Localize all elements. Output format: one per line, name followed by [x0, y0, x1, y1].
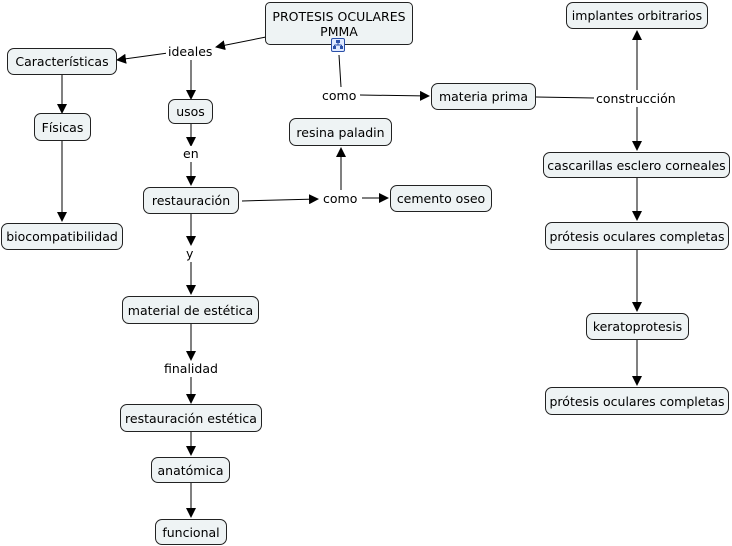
link-ideales: ideales	[166, 44, 215, 59]
concept-cascarillas-esclero-corneales[interactable]: cascarillas esclero corneales	[543, 152, 730, 178]
concept-caracteristicas[interactable]: Características	[7, 48, 117, 75]
concept-protesis-oculares-completas-2[interactable]: prótesis oculares completas	[545, 387, 729, 415]
link-construccion: construcción	[594, 91, 678, 106]
link-en: en	[181, 146, 201, 161]
link-como-2: como	[321, 191, 360, 206]
connector-root-como	[338, 54, 342, 88]
concept-funcional[interactable]: funcional	[155, 519, 227, 545]
connector-ideales-caracteristicas	[116, 52, 169, 64]
submap-icon[interactable]	[331, 38, 345, 52]
concept-implantes-orbitrarios[interactable]: implantes orbitrarios	[566, 2, 708, 29]
concept-restauracion-estetica[interactable]: restauración estética	[120, 404, 262, 432]
concept-material-estetica[interactable]: material de estética	[122, 296, 259, 324]
connector-como-materia-prima	[359, 90, 430, 101]
connector-restauracion-como	[241, 194, 319, 205]
root-title-line1: PROTESIS OCULARES	[272, 9, 406, 24]
concept-cemento-oseo[interactable]: cemento oseo	[390, 185, 492, 212]
concept-resina-paladin[interactable]: resina paladin	[289, 118, 392, 146]
link-y: y	[184, 246, 196, 261]
concept-keratoprotesis[interactable]: keratoprotesis	[586, 313, 689, 340]
concept-materia-prima[interactable]: materia prima	[431, 83, 536, 110]
concept-protesis-oculares-completas-1[interactable]: prótesis oculares completas	[545, 222, 729, 250]
concept-usos[interactable]: usos	[168, 99, 213, 124]
link-como-1: como	[320, 88, 359, 103]
connector-root-ideales	[215, 36, 267, 51]
connector-materia-construccion	[535, 96, 595, 99]
concept-restauracion[interactable]: restauración	[143, 187, 239, 214]
concept-anatomica[interactable]: anatómica	[151, 457, 230, 483]
link-finalidad: finalidad	[162, 361, 220, 376]
concept-fisicas[interactable]: Físicas	[34, 113, 91, 141]
root-title-line2: PMMA	[320, 24, 358, 39]
concept-biocompatibilidad[interactable]: biocompatibilidad	[1, 223, 123, 250]
